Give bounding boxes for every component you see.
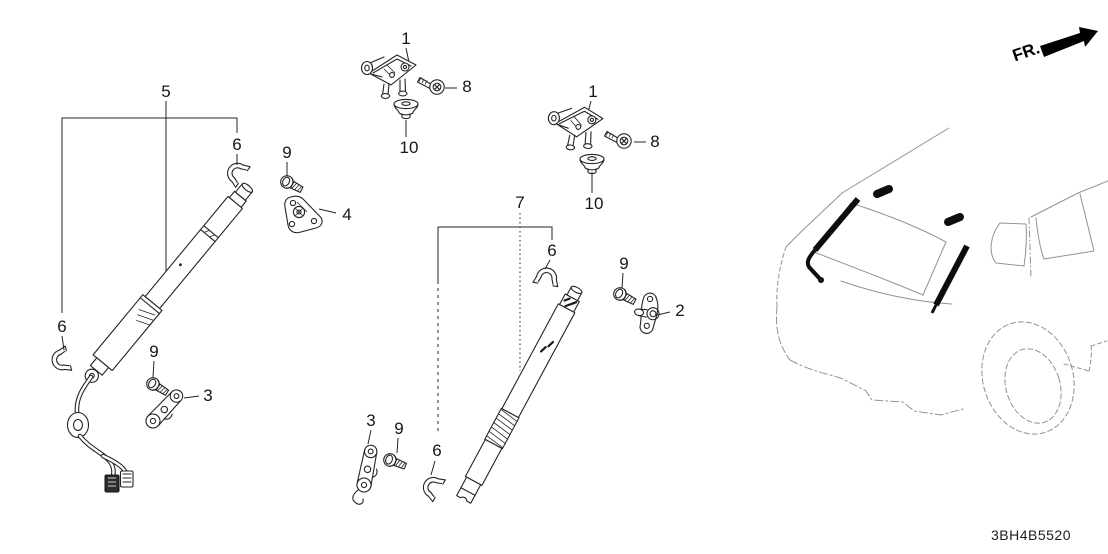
callout-bolt-hinge-top: 8 [462,77,471,96]
callout-clip-left-top: 6 [232,135,241,154]
callout-link-left: 3 [203,386,212,405]
rear-wheel [1004,348,1062,424]
callout-bolt-mid-bottom: 9 [394,419,403,438]
strut-location-left [805,197,861,283]
callout-hinge-right: 1 [588,82,597,101]
power-strut-part-7 [456,285,583,504]
hinge-bolt-part-8-right [603,130,632,149]
callout-clip-left-bottom: 6 [57,317,66,336]
callout-leader-lines [61,47,671,476]
clip-part-6-mid-bottom [417,471,446,503]
callout-strut-left: 5 [161,82,170,101]
vehicle-rear-illustration [776,127,1108,435]
bracket-part-4 [284,195,323,234]
callout-strut-mid: 7 [515,193,524,212]
callout-clip-mid-top: 6 [547,241,556,260]
callout-link-mid-bottom: 3 [366,411,375,430]
callout-grommet-top: 10 [400,138,419,157]
tailgate-hinge-part-1-left [360,54,417,99]
grommet-part-10-left [393,98,419,120]
tailgate-hinge-part-1-right [545,104,605,153]
hinge-bolt-part-8-left [416,76,445,95]
front-direction-arrow-icon [1040,27,1098,57]
wheel-arch [981,321,1075,435]
hinge-location-mark-left [873,185,893,198]
callout-bolt-hinge-right: 8 [650,132,659,151]
power-strut-part-5 [84,182,254,383]
strut-location-right [930,244,970,314]
callout-bolt-left-top: 9 [282,143,291,162]
callout-bolt-mid-top: 9 [619,254,628,273]
bolt-part-9-mid-bottom [381,451,409,473]
harness-connector [104,474,120,493]
grommet-part-10-right [579,153,605,175]
link-part-2 [630,290,663,336]
callout-grommet-right: 10 [585,194,604,213]
harness-connector [119,470,134,488]
link-part-3-mid-foot [352,489,364,505]
callout-link-mid-top: 2 [675,301,684,320]
clip-part-6-left-bottom [48,345,73,375]
clip-part-6-mid-top [532,265,562,288]
link-part-3-mid [351,443,386,495]
front-direction-indicator: FR. [1010,27,1098,65]
hinge-location-mark-right [944,213,964,226]
callout-clip-mid-bottom: 6 [432,441,441,460]
diagram-code: 3BH4B5520 [991,527,1071,543]
callout-hinge-top: 1 [401,29,410,48]
clip-part-6-left-top [221,156,251,188]
callout-bracket-left: 4 [342,205,351,224]
bolt-part-9-mid-top [610,284,639,308]
callout-bolt-left-bottom: 9 [149,342,158,361]
front-direction-label: FR. [1010,38,1042,65]
bolt-part-9-left-top [277,172,306,196]
bolt-part-9-left-bottom [143,374,171,399]
strut-harness [66,374,134,493]
tailgate-window-outline [813,202,947,296]
